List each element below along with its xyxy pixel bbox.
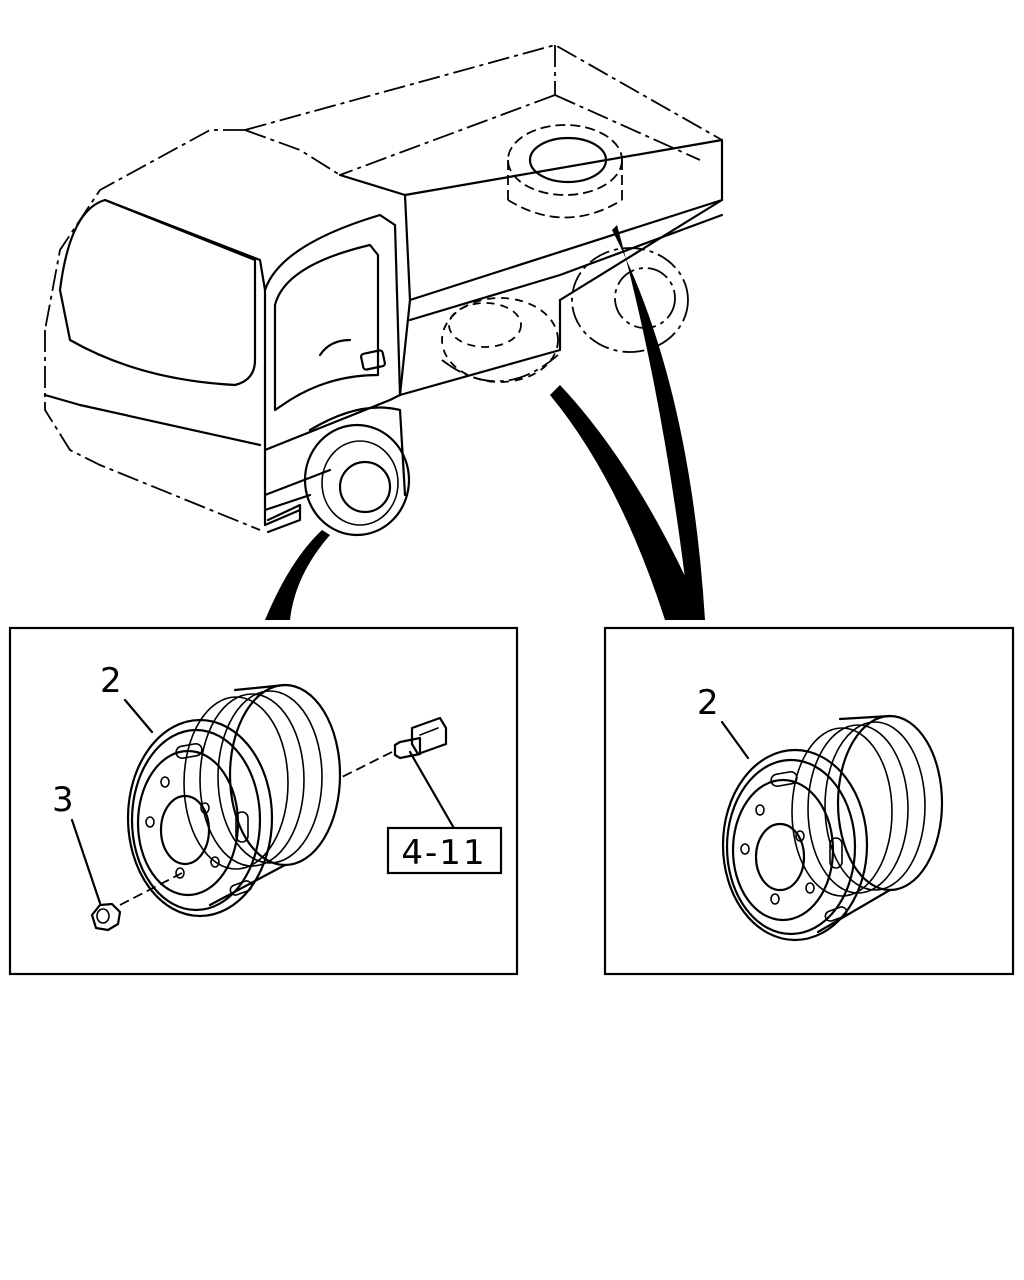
right-rim-illustration [721, 714, 944, 942]
callout-rim-right: 2 [697, 683, 719, 723]
left-detail-panel [8, 626, 519, 976]
callout-rim-left: 2 [100, 661, 122, 701]
reference-label: 4-11 [401, 833, 486, 873]
left-rim-illustration [126, 683, 342, 918]
front-wheel [303, 406, 411, 537]
leader-rear-wheel [550, 385, 705, 620]
wheel-stud [339, 716, 448, 779]
truck-cab [43, 129, 402, 534]
leader-rim-right [720, 720, 750, 760]
spare-tire [507, 124, 623, 219]
wheel-nut [90, 872, 183, 932]
leader-nut [70, 818, 102, 905]
leader-front-wheel [265, 530, 330, 620]
leader-rim-left [123, 698, 154, 734]
leader-spare-tire [612, 225, 705, 620]
cargo-bed [244, 44, 724, 397]
callout-nut: 3 [52, 780, 74, 820]
reference-box [386, 826, 503, 875]
truck-overview-illustration [43, 44, 724, 620]
leader-reference [408, 750, 457, 832]
